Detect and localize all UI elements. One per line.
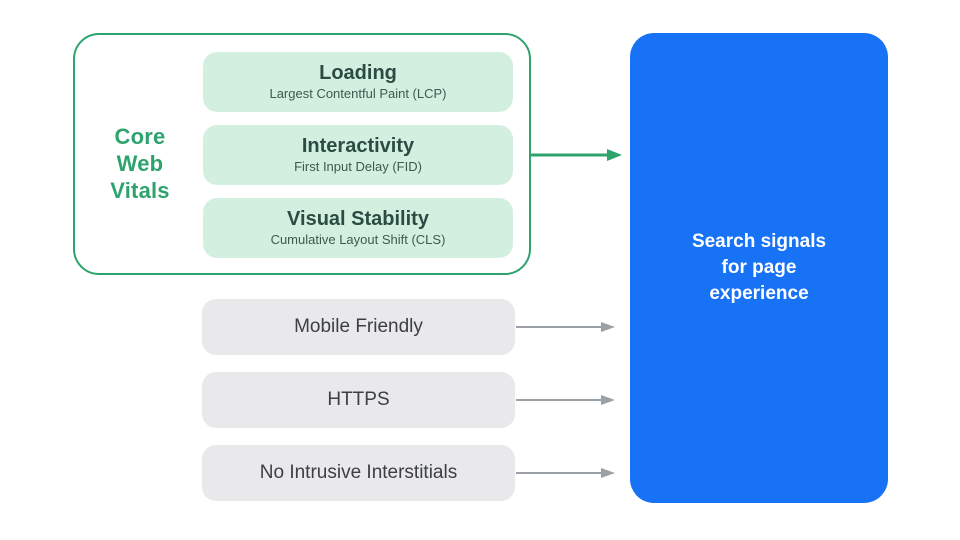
signal-label: HTTPS (327, 389, 390, 410)
search-signals-line: for page (721, 257, 797, 278)
signal-no-intrusive-interstitials: No Intrusive Interstitials (202, 445, 515, 501)
metric-title: Visual Stability (287, 208, 429, 230)
metric-subtitle: Largest Contentful Paint (LCP) (269, 86, 447, 101)
interstitials-arrow-right-icon (516, 468, 615, 478)
search-signals-line: Search signals (691, 231, 827, 252)
metric-interactivity: Interactivity First Input Delay (FID) (203, 125, 513, 185)
signal-label: No Intrusive Interstitials (259, 462, 458, 483)
search-signals-line: experience (709, 283, 809, 304)
metric-title: Interactivity (301, 135, 415, 157)
metric-subtitle: First Input Delay (FID) (294, 159, 422, 174)
metric-title: Loading (319, 62, 397, 84)
signal-mobile-friendly: Mobile Friendly (202, 299, 515, 355)
core-web-vitals-label: Core Web Vitals (80, 123, 200, 204)
cwv-arrow-right-icon (531, 149, 622, 161)
signal-label: Mobile Friendly (294, 316, 423, 337)
core-web-vitals-group: Core Web Vitals Loading Largest Contentf… (73, 33, 531, 275)
core-web-vitals-label-line: Web (116, 151, 164, 176)
mobile-friendly-arrow-right-icon (516, 322, 615, 332)
core-web-vitals-label-line: Vitals (110, 178, 170, 203)
search-signals-box: Search signals for page experience (630, 33, 888, 503)
search-signals-label: Search signals for page experience (692, 229, 826, 307)
metric-loading: Loading Largest Contentful Paint (LCP) (203, 52, 513, 112)
metric-subtitle: Cumulative Layout Shift (CLS) (270, 232, 446, 247)
https-arrow-right-icon (516, 395, 615, 405)
core-web-vitals-label-line: Core (114, 124, 166, 149)
metric-visual-stability: Visual Stability Cumulative Layout Shift… (203, 198, 513, 258)
signal-https: HTTPS (202, 372, 515, 428)
